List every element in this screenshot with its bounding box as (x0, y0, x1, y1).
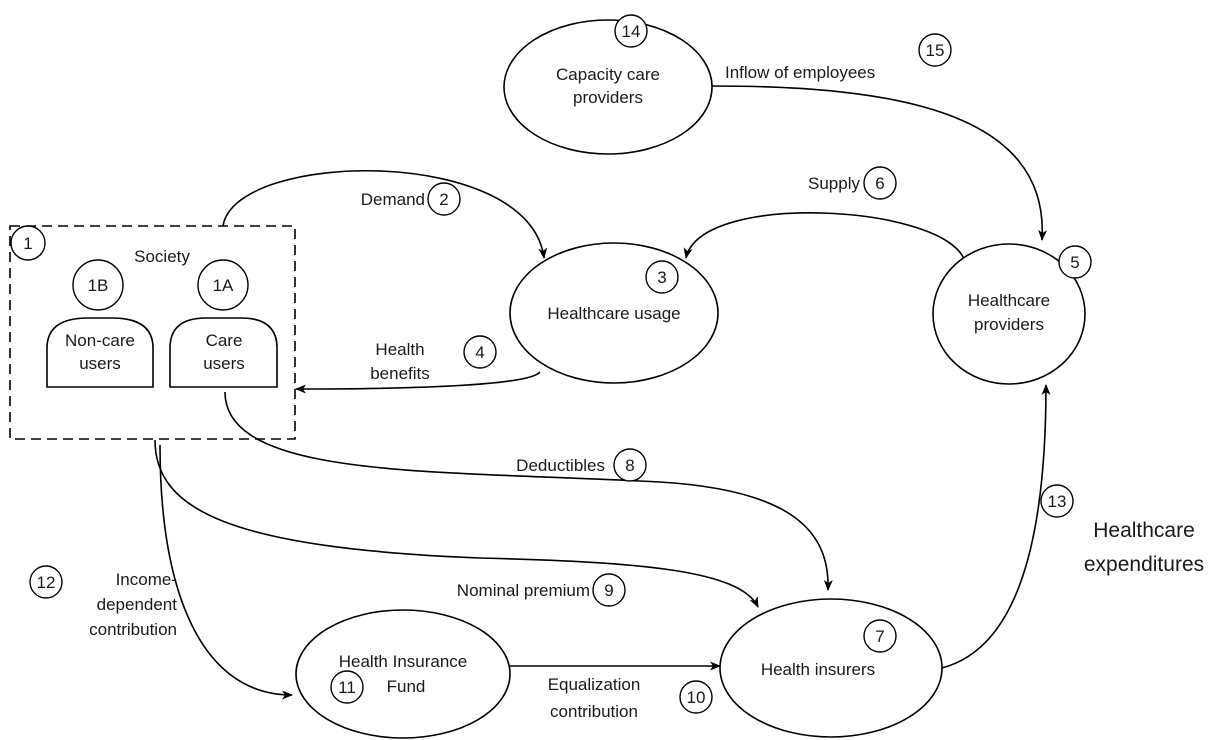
healthcare-providers-badge (1058, 245, 1092, 279)
capacity-care-providers-label-1: Capacity care (556, 65, 660, 84)
equalization-contribution-label-2: contribution (550, 702, 638, 721)
equalization-contribution-badge (679, 680, 713, 714)
nominal-premium-badge (592, 573, 626, 607)
demand-label: Demand (361, 190, 425, 209)
care-users-label-2: users (203, 354, 245, 373)
capacity-care-providers-badge (614, 14, 648, 48)
non-care-users-badge-number: 1B (88, 276, 109, 295)
health-insurers-label: Health insurers (761, 660, 875, 679)
society-badge (10, 225, 46, 261)
healthcare-providers-node (932, 243, 1086, 385)
inflow-of-employees-label: Inflow of employees (725, 63, 875, 82)
health-insurance-fund-badge (330, 670, 364, 704)
healthcare-expenditures-edge (941, 384, 1051, 669)
inflow-of-employees-badge-number: 15 (926, 41, 945, 60)
health-benefits-edge (295, 371, 541, 394)
deductibles-badge (613, 448, 647, 482)
health-insurers-badge (863, 619, 897, 653)
inflow-of-employees-badge (918, 33, 952, 67)
deductibles-label: Deductibles (516, 456, 605, 475)
non-care-users-label-1: Non-care (65, 331, 135, 350)
healthcare-expenditures-badge (1040, 484, 1074, 518)
health-benefits-label-2: benefits (370, 364, 430, 383)
healthcare-usage-badge-number: 3 (657, 268, 666, 287)
supply-badge-number: 6 (875, 174, 884, 193)
health-insurance-fund-label-2: Fund (387, 677, 426, 696)
care-users-badge (197, 259, 249, 311)
deductibles-edge (224, 391, 833, 591)
supply-badge (863, 166, 897, 200)
income-dependent-contribution-badge-number: 12 (37, 573, 56, 592)
healthcare-providers-badge-number: 5 (1070, 253, 1079, 272)
health-benefits-badge (463, 335, 497, 369)
nominal-premium-label: Nominal premium (457, 581, 590, 600)
income-dependent-contribution-edge (159, 444, 293, 700)
nominal-premium-badge-number: 9 (604, 581, 613, 600)
equalization-contribution-label-1: Equalization (548, 675, 641, 694)
healthcare-expenditures-badge-number: 13 (1048, 492, 1067, 511)
healthcare-usage-label: Healthcare usage (547, 304, 680, 323)
capacity-care-providers-badge-number: 14 (622, 22, 641, 41)
deductibles-badge-number: 8 (625, 456, 634, 475)
non-care-users-label-2: users (79, 354, 121, 373)
health-benefits-badge-number: 4 (475, 343, 484, 362)
nominal-premium-edge (154, 439, 759, 608)
health-insurance-fund-badge-number: 11 (338, 678, 356, 697)
capacity-care-providers-node (503, 19, 713, 155)
inflow-of-employees-edge (711, 85, 1048, 241)
health-benefits-label-1: Health (375, 340, 424, 359)
society-badge-number: 1 (23, 234, 32, 253)
society-group (9, 225, 296, 440)
non-care-users-badge (72, 259, 124, 311)
income-dependent-contribution-label-3: contribution (89, 620, 177, 639)
health-insurance-fund-node (295, 609, 511, 739)
care-users-shape (169, 317, 278, 388)
healthcare-expenditures-label-2: expenditures (1084, 553, 1204, 576)
non-care-users-shape (46, 317, 154, 388)
income-dependent-contribution-badge (29, 565, 63, 599)
healthcare-providers-label-1: Healthcare (968, 291, 1050, 310)
health-insurance-fund-label-1: Health Insurance (339, 652, 468, 671)
healthcare-usage-badge (645, 260, 679, 294)
health-insurers-badge-number: 7 (875, 627, 884, 646)
care-users-label-1: Care (206, 331, 243, 350)
supply-edge (683, 212, 966, 263)
demand-badge (427, 182, 461, 216)
equalization-contribution-badge-number: 10 (687, 688, 706, 707)
income-dependent-contribution-label-2: dependent (97, 595, 178, 614)
demand-edge (222, 170, 548, 259)
healthcare-providers-label-2: providers (974, 315, 1044, 334)
income-dependent-contribution-label-1: Income- (116, 570, 177, 589)
care-users-badge-number: 1A (213, 276, 234, 295)
supply-label: Supply (808, 174, 860, 193)
society-label: Society (134, 247, 190, 266)
capacity-care-providers-label-2: providers (573, 88, 643, 107)
healthcare-expenditures-label-1: Healthcare (1093, 519, 1195, 542)
demand-badge-number: 2 (439, 190, 448, 209)
